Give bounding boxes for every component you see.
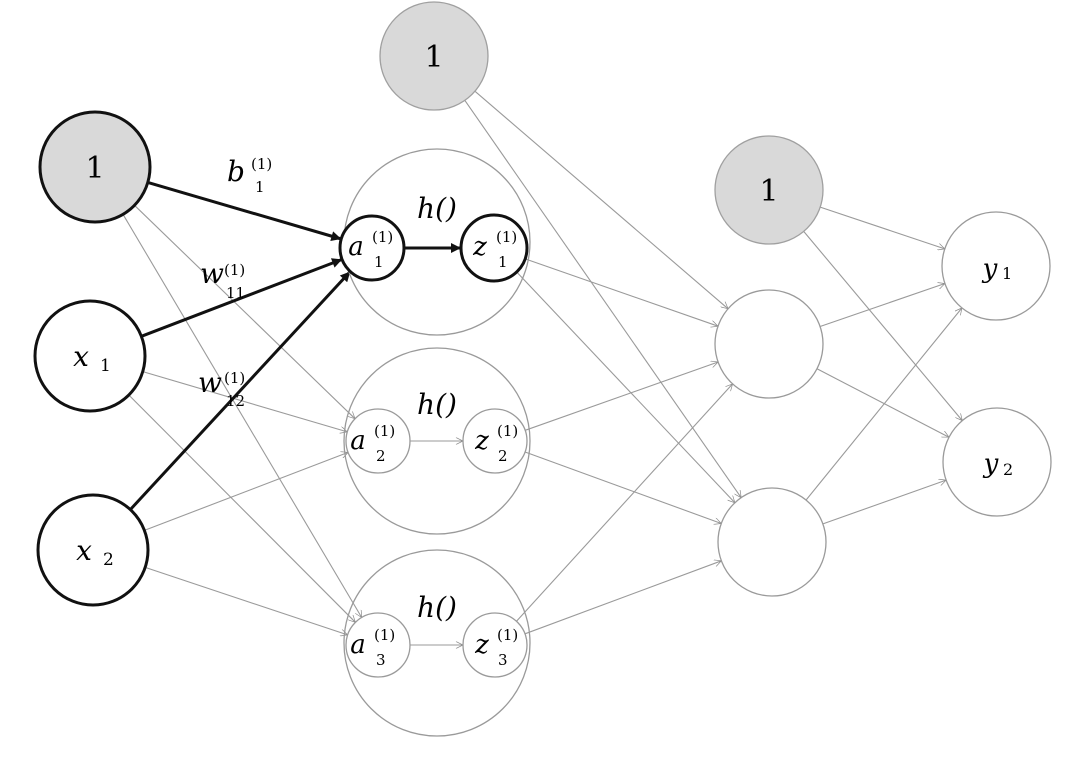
edge-z1-to-m1 <box>525 258 718 326</box>
edge-b0-to-a3 <box>122 214 363 617</box>
node-z1-sub: 1 <box>498 253 508 271</box>
bias-node-input: 1 <box>38 110 152 224</box>
edge-z3-to-m1 <box>516 384 733 622</box>
edge-m2-to-y2 <box>822 480 946 525</box>
edge-x1-to-a3 <box>128 394 356 622</box>
node-z2 <box>462 408 528 474</box>
hidden2-node-1 <box>714 289 824 399</box>
node-a2-sub: 2 <box>376 447 386 465</box>
edge-x1-to-a2 <box>142 371 347 432</box>
node-z2-sub: 2 <box>498 447 508 465</box>
node-a1-main: a <box>348 232 364 262</box>
output-y1-main: y <box>982 254 998 284</box>
weight-label-w11: w (1) 11 <box>200 257 245 302</box>
edge-z2-to-m1 <box>525 362 718 431</box>
weight-w11-sub: 11 <box>226 284 245 302</box>
node-z3-main: z <box>474 630 489 660</box>
input-x1-main: x <box>73 340 89 373</box>
hidden-unit-container-2 <box>343 347 531 535</box>
connections <box>122 90 963 645</box>
weight-w12-main: w <box>198 366 222 399</box>
activation-function-label: h() <box>417 192 457 225</box>
node-z2-main: z <box>474 426 489 456</box>
output-node-y2: y 2 <box>942 407 1052 517</box>
weight-b-sub: 1 <box>255 178 265 196</box>
bias-node-hidden1: 1 <box>379 1 489 111</box>
output-y2-sub: 2 <box>1003 460 1013 479</box>
weight-w11-sup: (1) <box>224 261 245 279</box>
edge-b0-to-a2 <box>134 204 356 418</box>
node-a2-main: a <box>350 426 366 456</box>
output-y1-sub: 1 <box>1002 264 1012 283</box>
edge-x1-to-a1 <box>140 257 343 338</box>
weight-label-w12: w (1) 12 <box>198 366 245 410</box>
bias-node-hidden1-label: 1 <box>424 40 443 75</box>
node-a1 <box>338 214 406 282</box>
edge-x2-to-a1 <box>129 270 352 511</box>
node-z3-sub: 3 <box>498 651 508 669</box>
node-a1-sub: 1 <box>374 253 384 271</box>
edge-x2-to-a3 <box>145 566 347 635</box>
edge-m1-to-y1 <box>819 284 945 328</box>
input-node-x1: x 1 <box>33 299 147 413</box>
output-node-y1: y 1 <box>941 211 1051 321</box>
node-a3-main: a <box>350 630 366 660</box>
hidden-unit-2: h() a (1) 2 z (1) 2 <box>345 388 528 474</box>
input-x2-main: x <box>76 534 92 567</box>
bias-node-input-label: 1 <box>85 151 104 186</box>
node-a2-sup: (1) <box>374 422 395 440</box>
edge-m2-to-y1 <box>805 308 962 501</box>
node-a2 <box>345 408 411 474</box>
node-a3 <box>345 612 411 678</box>
weight-w11-main: w <box>200 257 224 290</box>
edge-b2-to-y2 <box>803 231 963 420</box>
weight-w12-sub: 12 <box>226 392 245 410</box>
edge-b2-to-y1 <box>820 206 945 249</box>
node-z2-sup: (1) <box>497 422 518 440</box>
node-z1 <box>459 213 529 283</box>
activation-function-label: h() <box>417 591 457 624</box>
edge-b0-to-a1 <box>147 180 342 241</box>
node-a1-sup: (1) <box>372 228 393 246</box>
input-x2-sub: 2 <box>103 550 114 570</box>
weight-w12-sup: (1) <box>224 369 245 387</box>
edge-bh-to-m1 <box>474 90 728 309</box>
input-x1-sub: 1 <box>100 356 111 376</box>
node-z1-main: z <box>472 232 487 262</box>
edge-z3-to-m2 <box>524 561 721 635</box>
weight-b-main: b <box>227 155 245 188</box>
node-z3-sup: (1) <box>497 626 518 644</box>
node-z1-sup: (1) <box>496 228 517 246</box>
edge-bh-to-m2 <box>464 99 742 497</box>
edge-z2-to-m2 <box>524 451 721 524</box>
hidden2-node-2 <box>717 487 827 597</box>
activation-function-label: h() <box>417 388 457 421</box>
hidden-unit-1: h() a (1) 1 z (1) 1 <box>338 192 529 283</box>
node-a3-sup: (1) <box>374 626 395 644</box>
weight-label-b1: b (1) 1 <box>227 155 272 196</box>
bias-node-hidden2: 1 <box>714 135 824 245</box>
bias-node-hidden2-label: 1 <box>759 174 778 209</box>
node-z3 <box>462 612 528 678</box>
input-node-x2: x 2 <box>36 493 150 607</box>
hidden-unit-container-3 <box>343 549 531 737</box>
edge-m1-to-y2 <box>816 368 949 438</box>
edge-x2-to-a2 <box>144 452 348 531</box>
weight-b-sup: (1) <box>251 155 272 173</box>
node-a3-sub: 3 <box>376 651 386 669</box>
output-y2-main: y <box>983 449 999 479</box>
hidden-unit-3: h() a (1) 3 z (1) 3 <box>345 591 528 678</box>
edge-z1-to-m2 <box>516 271 735 503</box>
